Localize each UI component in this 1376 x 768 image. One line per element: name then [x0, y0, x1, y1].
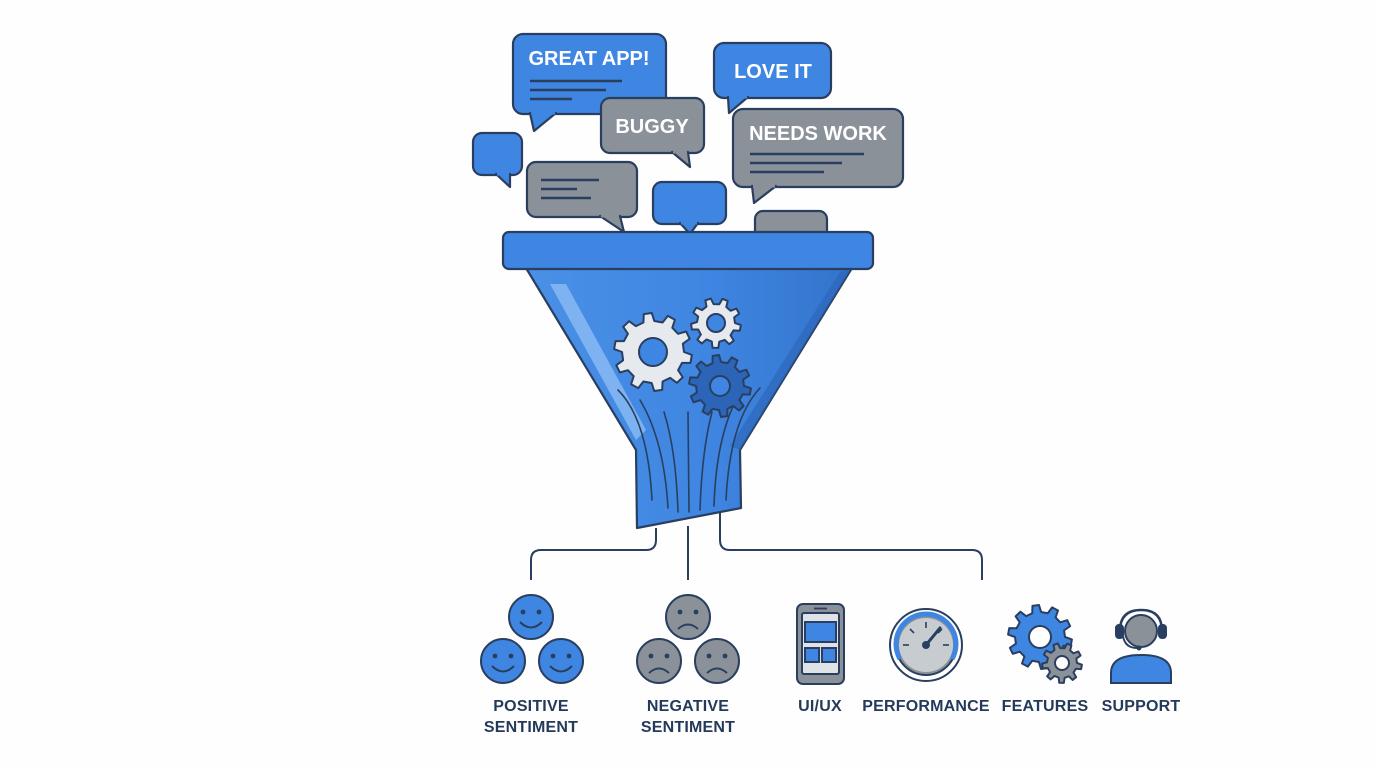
- bubble-buggy-text: BUGGY: [615, 116, 689, 138]
- gear-icon: [613, 312, 693, 392]
- sad-face-icon: [665, 594, 711, 640]
- processing-gears-icon: [613, 297, 752, 418]
- bubble-great-app: GREAT APP!: [511, 32, 668, 133]
- bubble-needs-work-text: NEEDS WORK: [749, 123, 887, 145]
- small-blue-bubble-icon: [651, 180, 728, 236]
- sad-face-icon: [636, 638, 682, 684]
- gear-icon: [690, 297, 742, 349]
- flow-lines: [617, 387, 761, 513]
- sad-faces-icon: [636, 594, 740, 684]
- bubble-great-app-text: GREAT APP!: [528, 48, 649, 70]
- gear-icon: [1041, 642, 1083, 684]
- label-positive-sentiment-line2: SENTIMENT: [484, 719, 578, 736]
- mobile-layout-icon: [796, 603, 845, 685]
- small-blue-bubble-icon: [471, 131, 524, 189]
- gray-lines-bubble-icon: [525, 160, 639, 234]
- sad-face-icon: [694, 638, 740, 684]
- bubble-needs-work: NEEDS WORK: [731, 107, 905, 205]
- branch-connectors: [530, 512, 983, 580]
- happy-faces-icon: [480, 594, 584, 684]
- label-features: FEATURES: [1002, 698, 1089, 715]
- label-performance: PERFORMANCE: [862, 698, 990, 715]
- funnel-icon: [501, 230, 875, 530]
- bubble-love-it-text: LOVE IT: [734, 61, 812, 83]
- gears-icon: [1007, 604, 1083, 684]
- label-support: SUPPORT: [1102, 698, 1181, 715]
- feedback-bubbles: GREAT APP! BUGGY LOVE IT NEEDS WORK: [471, 32, 905, 243]
- happy-face-icon: [538, 638, 584, 684]
- label-positive-sentiment-line1: POSITIVE: [493, 698, 569, 715]
- category-labels: POSITIVE SENTIMENT NEGATIVE SENTIMENT UI…: [484, 698, 1181, 736]
- happy-face-icon: [508, 594, 554, 640]
- gear-icon: [688, 354, 752, 418]
- speedometer-icon: [889, 608, 963, 682]
- label-negative-sentiment-line1: NEGATIVE: [647, 698, 729, 715]
- happy-face-icon: [480, 638, 526, 684]
- bubble-buggy: BUGGY: [599, 96, 706, 169]
- label-negative-sentiment-line2: SENTIMENT: [641, 719, 735, 736]
- headset-agent-icon: [1110, 608, 1172, 684]
- bubble-love-it: LOVE IT: [712, 41, 833, 115]
- label-ui-ux: UI/UX: [798, 698, 842, 715]
